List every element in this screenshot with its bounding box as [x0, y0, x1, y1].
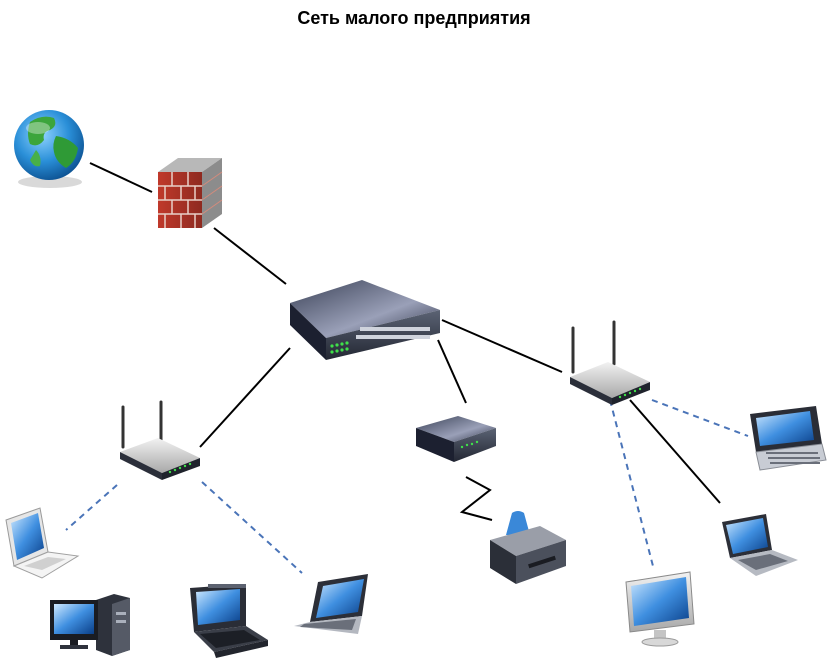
small-switch-icon: [416, 416, 496, 462]
link-ap-right-handheld: [651, 399, 749, 437]
monitor-icon: [625, 571, 695, 647]
network-switch-icon: [290, 280, 440, 360]
link-switch-printserver: [437, 339, 467, 404]
link-switch-ap-left: [199, 347, 291, 448]
link-ap-left-laptop-left: [201, 481, 303, 574]
tablet-pc-icon: [190, 584, 268, 658]
laptop-icon: [722, 514, 798, 576]
link-ap-right-monitor: [609, 399, 655, 571]
wireless-router-icon: [570, 320, 650, 405]
firewall-icon: [158, 158, 223, 228]
connections: [65, 162, 749, 574]
link-ap-left-laptop-white: [65, 484, 118, 531]
desktop-pc-icon: [50, 594, 130, 656]
handheld-device-icon: [750, 406, 827, 471]
link-printserver-printer: [459, 476, 493, 521]
link-internet-firewall: [89, 162, 153, 193]
link-ap-right-laptop-right: [629, 399, 721, 504]
printer-icon: [490, 511, 566, 584]
laptop-icon: [294, 574, 368, 634]
link-firewall-switch: [213, 227, 287, 285]
diagram-title: Сеть малого предприятия: [297, 8, 531, 28]
laptop-icon: [5, 507, 80, 579]
link-switch-ap-right: [441, 319, 563, 373]
wireless-router-icon: [120, 400, 200, 480]
globe-icon: [14, 110, 84, 188]
